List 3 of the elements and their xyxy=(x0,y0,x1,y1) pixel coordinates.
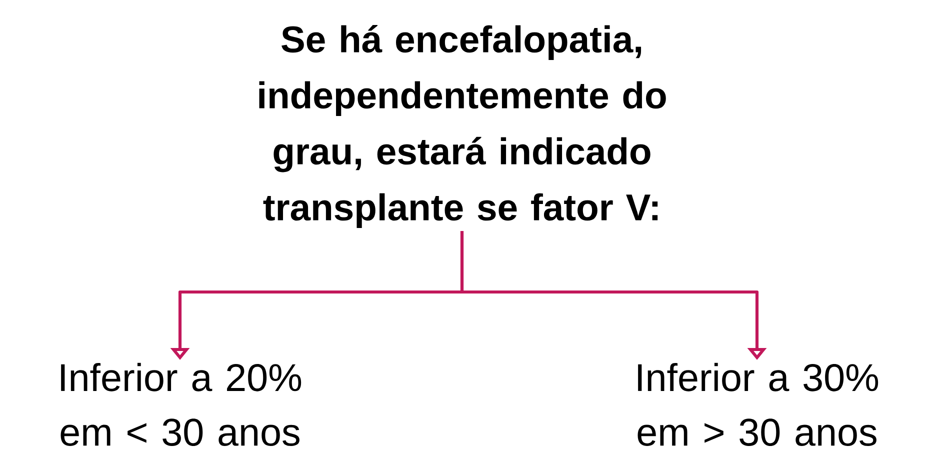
heading-text: Se há encefalopatia, independentemente do grau, estará indicado transplante se fator V: xyxy=(259,24,666,228)
outcome-text: Inferior a 30% em > 30 anos xyxy=(638,362,878,446)
outcome-text: Inferior a 20% em < 30 anos xyxy=(60,362,302,446)
